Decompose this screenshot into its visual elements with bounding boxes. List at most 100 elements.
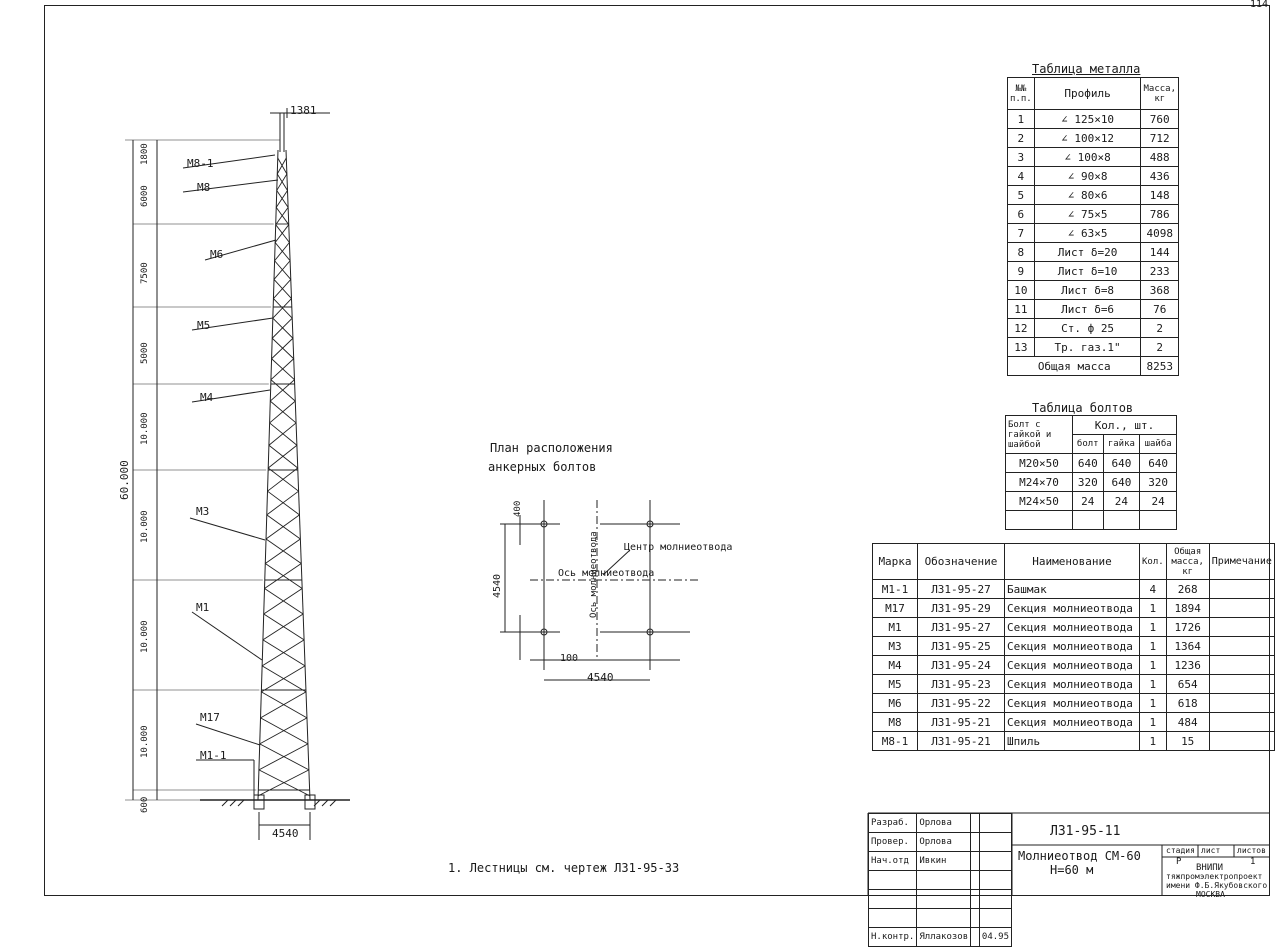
spec-cell [1208,674,1275,694]
bolts-h-bolt-col: болт [1072,434,1104,454]
stamp-signature [970,908,980,928]
stamp-name: Ивкин [916,851,972,871]
label-m8-1: М8-1 [187,157,214,170]
spec-cell: Секция молниеотвода [1004,712,1140,732]
bolts-h-nut-col: гайка [1102,434,1141,454]
label-m6: М6 [210,248,224,261]
bolt-cell: 24 [1072,491,1104,511]
spec-h-note: Примечание [1208,543,1275,580]
metal-cell: 2 [1007,128,1035,148]
metal-cell: Ст. ф 25 [1033,318,1142,338]
stamp-role [867,908,918,928]
metal-cell: Лист δ=10 [1033,261,1142,281]
bolt-cell: 320 [1139,472,1177,492]
spec-cell: М1 [872,617,918,637]
metal-cell: Лист δ=20 [1033,242,1142,262]
metal-cell: 233 [1140,261,1179,281]
label-m1-1: М1-1 [200,749,227,762]
stamp-signature [970,851,980,871]
metal-cell: 9 [1007,261,1035,281]
spec-cell [1208,617,1275,637]
stamp-role: Разраб. [867,813,918,833]
metal-cell: 6 [1007,204,1035,224]
anchor-center-label: Центр молниеотвода [624,542,733,553]
anchor-title-2: анкерных болтов [488,460,597,474]
bolts-h-bolt: Болт с гайкой и шайбой [1005,415,1073,454]
metal-total-label: Общая масса [1006,356,1142,376]
stamp-date [978,889,1013,909]
metal-table-title: Таблица металла [1032,62,1141,76]
stamp-signature [970,832,980,852]
sheet-number: 114 [1250,0,1269,10]
metal-cell: ∠ 90×8 [1033,166,1142,186]
label-m1: М1 [196,601,210,614]
stamp-date [978,870,1013,890]
spec-cell: Л31-95-21 [917,731,1005,751]
bolts-table: Болт с гайкой и шайбой Кол., шт. болт га… [1005,415,1177,530]
spec-cell: 4 [1139,579,1167,599]
spec-cell: М8 [872,712,918,732]
metal-cell: Тр. газ.1" [1033,337,1142,357]
spec-cell: 1 [1139,636,1167,656]
org-line-3: имени Ф.Б.Якубовского [1166,881,1268,890]
bolts-table-title: Таблица болтов [1032,401,1134,415]
spec-h-mass: Общая масса, кг [1165,543,1210,580]
metal-cell: Лист δ=6 [1033,299,1142,319]
stamp-name: Орлова [916,813,972,833]
spec-cell: Л31-95-24 [917,655,1005,675]
bolt-cell: 24 [1139,491,1177,511]
segment-dim: 5000 [140,341,150,364]
spec-cell: М6 [872,693,918,713]
metal-cell: 8 [1007,242,1035,262]
drawing-frame [44,5,1270,896]
spec-h-mark: Марка [872,543,918,580]
stage-h-1: лист [1201,846,1221,855]
spec-cell: 1894 [1165,598,1210,618]
anchor-axis-vertical: Ось молниеотвода [589,531,599,618]
stage-v-2: 1 [1250,857,1256,867]
stamp-name [916,870,972,890]
tower-drawing [125,108,1270,896]
metal-cell: 436 [1140,166,1179,186]
metal-cell: ∠ 75×5 [1033,204,1142,224]
spec-h-name: Наименование [1004,543,1140,580]
metal-cell: 7 [1007,223,1035,243]
spec-cell: 1236 [1165,655,1210,675]
stamp-date [978,832,1013,852]
spec-cell: 1726 [1165,617,1210,637]
segment-dim: 10.000 [140,620,150,653]
spec-cell: Л31-95-25 [917,636,1005,656]
label-m5: М5 [197,319,211,332]
metal-cell: 2 [1140,318,1179,338]
stamp-row [867,889,1013,909]
metal-cell: 3 [1007,147,1035,167]
stamp-role [867,889,918,909]
spec-cell: Л31-95-22 [917,693,1005,713]
title-line-1: Молниеотвод СМ-60 [1018,849,1141,863]
bolt-cell: 640 [1072,453,1104,473]
label-m8: М8 [197,181,211,194]
metal-h-profile: Профиль [1033,77,1142,110]
segment-dim: 1800 [140,143,150,165]
spec-cell: 1 [1139,674,1167,694]
bolts-h-qty: Кол., шт. [1072,415,1177,435]
metal-cell: 10 [1007,280,1035,300]
spec-cell: 1 [1139,617,1167,637]
spec-cell: М1-1 [872,579,918,599]
spec-cell [1208,712,1275,732]
spec-cell: 15 [1165,731,1210,751]
stamp-row: Провер.Орлова [867,832,1013,852]
